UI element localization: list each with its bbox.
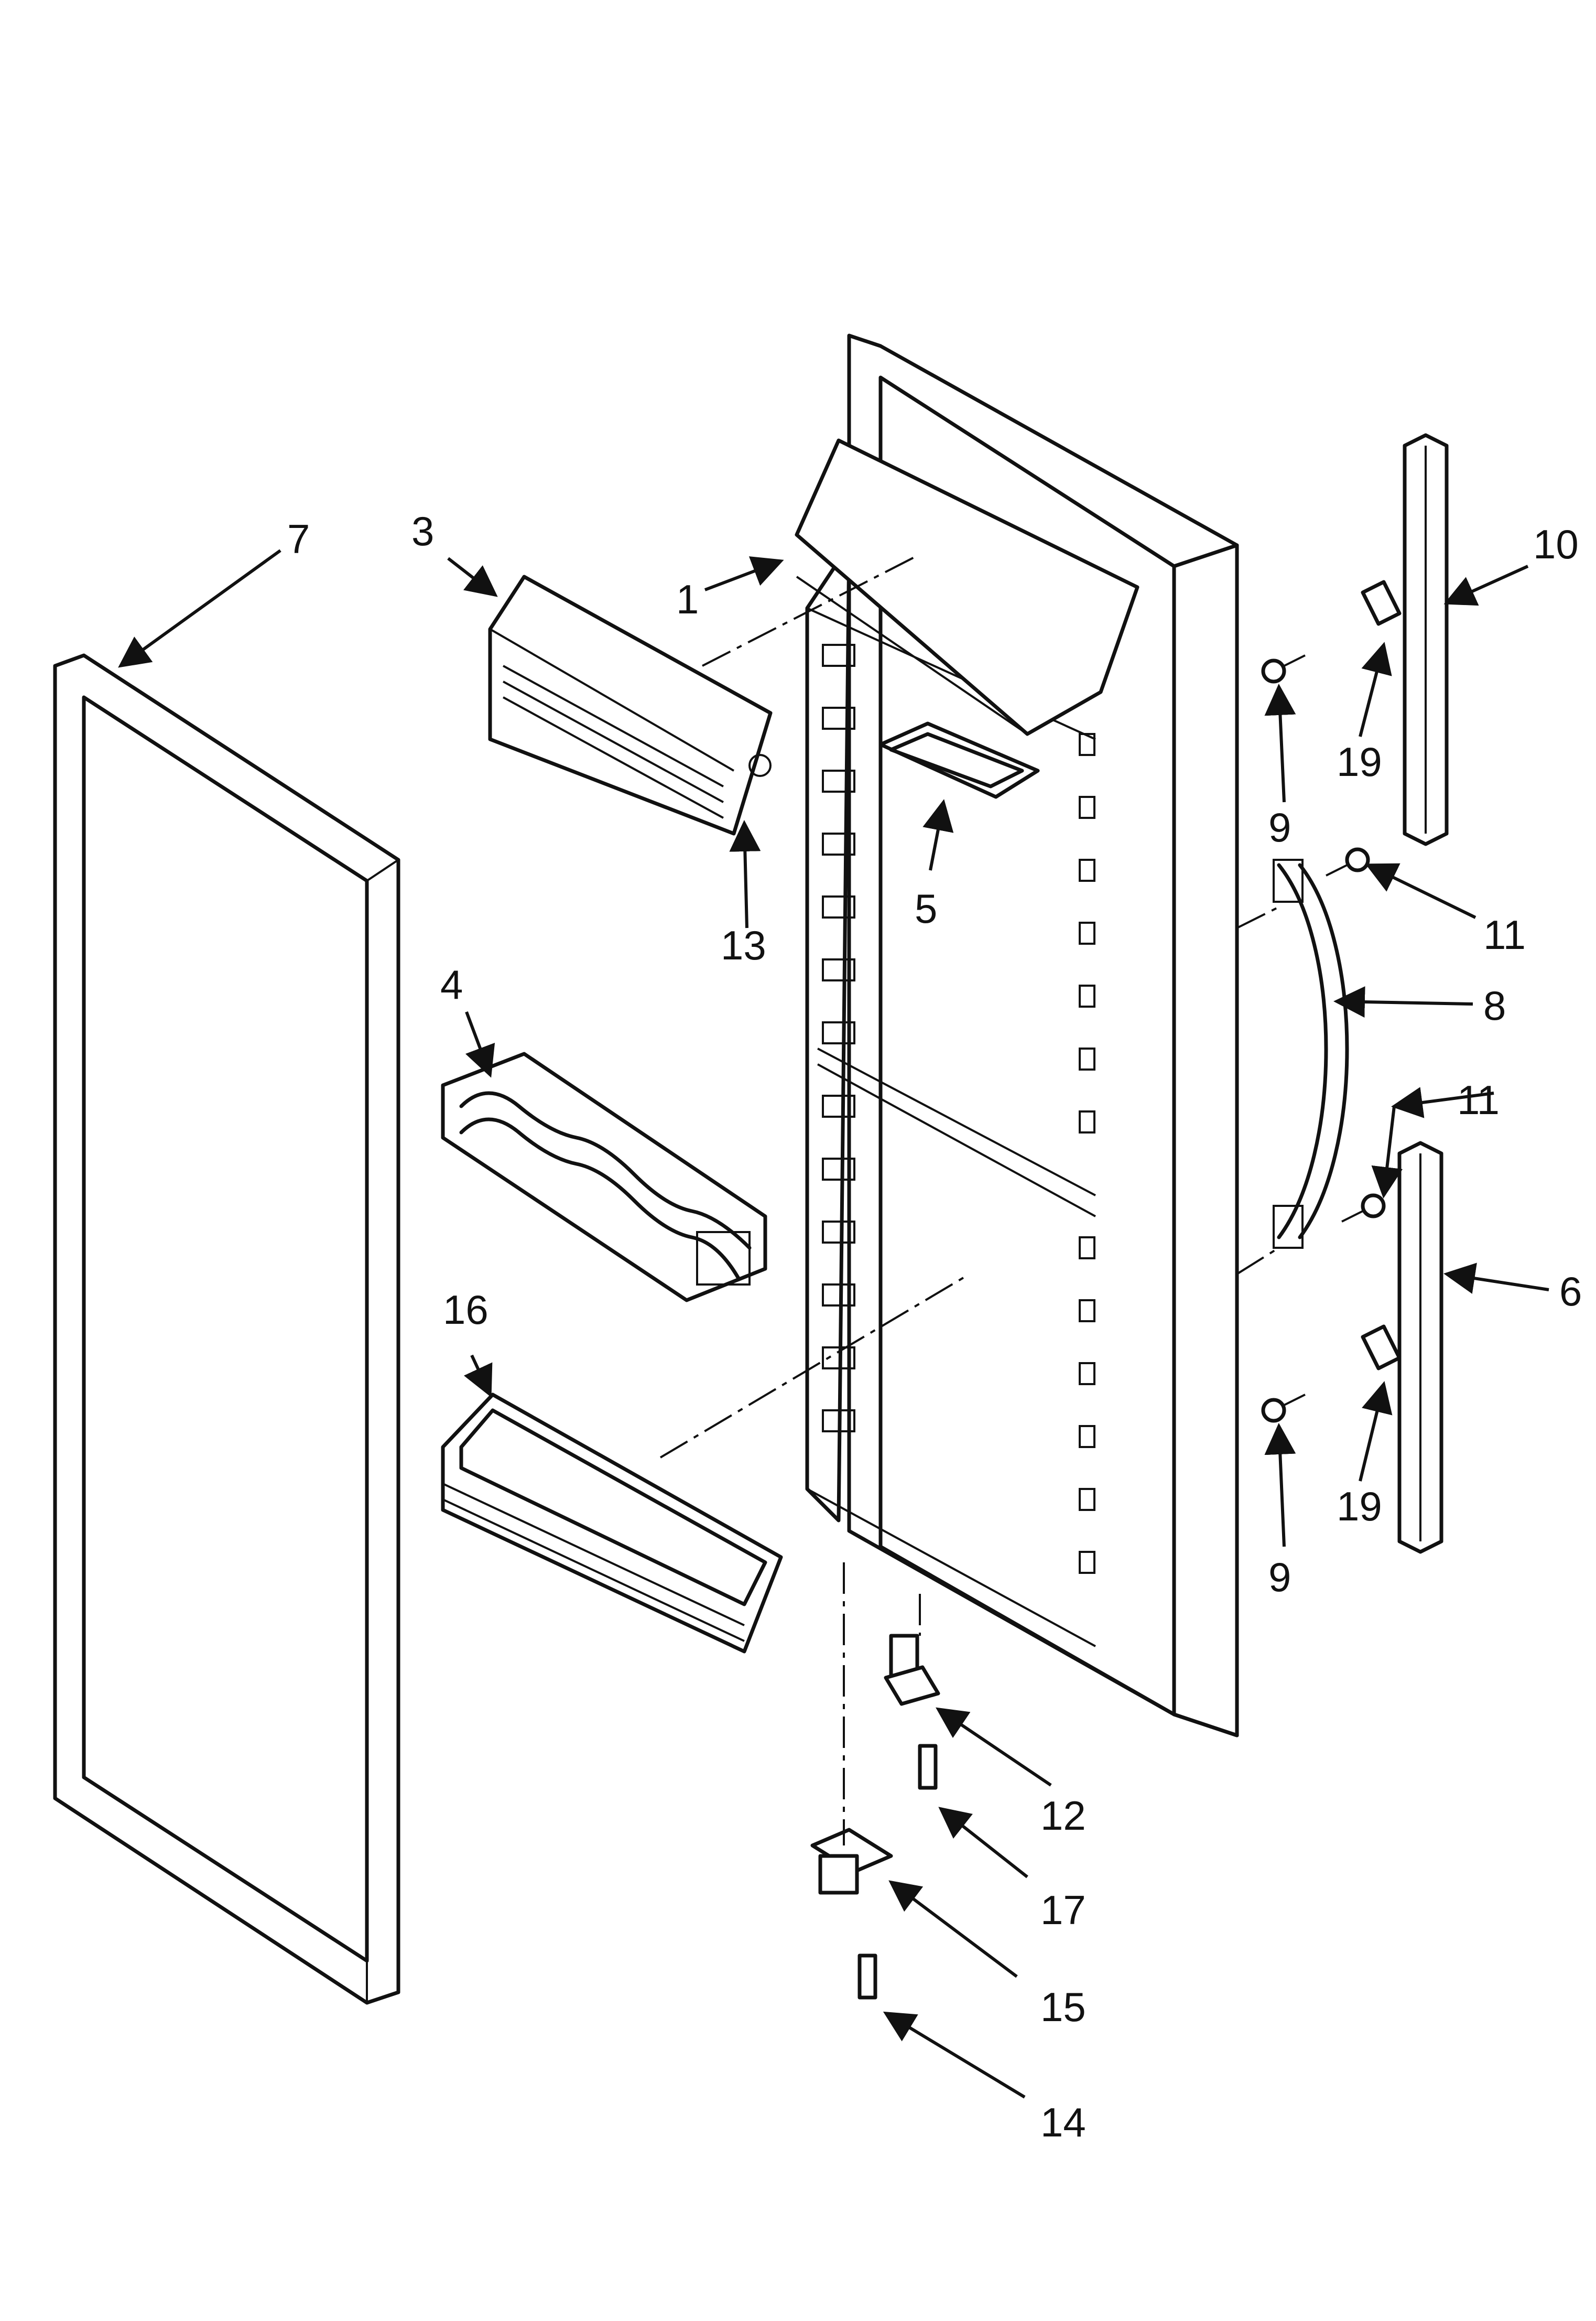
callout-11-lower: 11 [1457,1077,1500,1123]
callout-11-upper: 11 [1483,912,1526,958]
hinge-pin [884,1634,940,1706]
callout-19-lower: 19 [1337,1483,1382,1529]
trim-clip-lower [1361,1324,1402,1370]
callout-13: 13 [721,922,766,968]
callout-6: 6 [1559,1268,1582,1314]
screw-9-lower [1261,1394,1306,1423]
screw-17 [918,1744,938,1790]
dairy-door [488,575,773,836]
door-liner [795,333,1239,1737]
callout-19-upper: 19 [1337,739,1382,785]
callout-7: 7 [287,516,310,562]
shelf-tabs-left [822,644,855,1432]
screw-14 [857,1953,877,2000]
trim-strip-upper [1403,433,1449,846]
callout-5: 5 [915,886,937,932]
door-gasket [53,653,400,2005]
callout-10: 10 [1533,521,1579,567]
door-handle [1273,859,1349,1249]
callout-14: 14 [1040,2099,1086,2145]
callout-9-upper: 9 [1268,804,1291,850]
leader-lines [118,549,1549,2099]
screw-9-upper [1261,654,1306,684]
callout-15: 15 [1040,1984,1086,2030]
callout-3: 3 [411,508,434,554]
hinge-bracket [810,1828,893,1895]
callout-9-lower: 9 [1268,1554,1291,1600]
screw-11-lower [1341,1193,1386,1223]
wine-rack-bin [441,1052,767,1302]
callout-4: 4 [440,962,463,1008]
trim-strip-lower [1397,1141,1443,1554]
callout-17: 17 [1040,1887,1086,1933]
trim-clip-upper [1361,580,1402,626]
callout-16: 16 [443,1287,488,1333]
small-tray [878,721,1040,799]
door-bin [441,1392,783,1654]
callout-1: 1 [676,576,699,622]
callout-8: 8 [1483,983,1506,1029]
screw-11-upper [1326,847,1370,877]
callout-12: 12 [1040,1793,1086,1839]
shelf-tabs-right [1079,733,1095,1574]
